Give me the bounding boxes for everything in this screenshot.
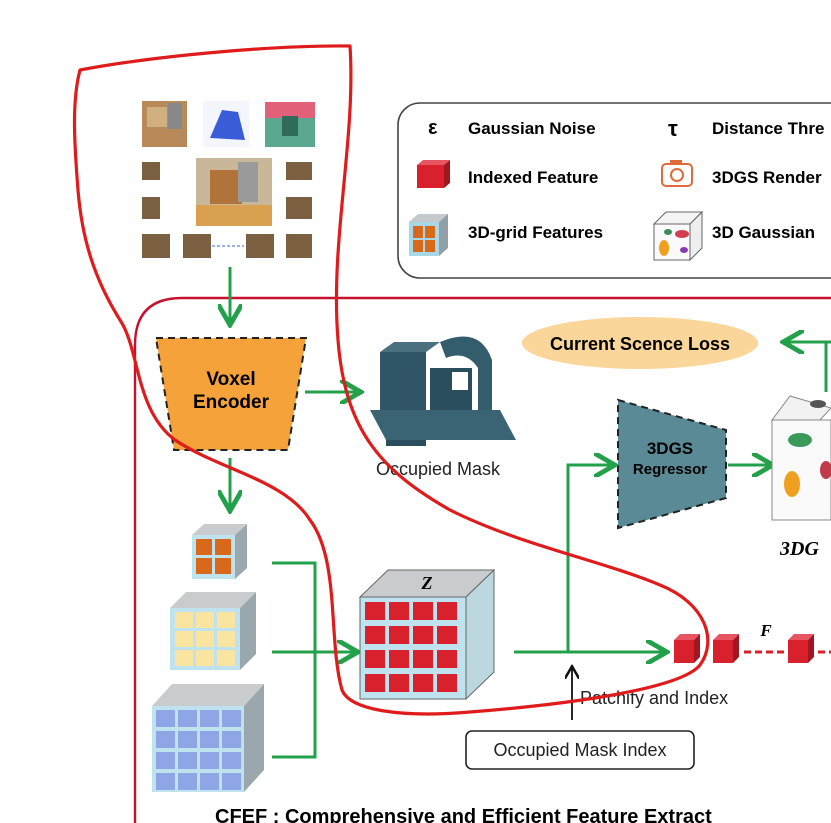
current-loss-label: Current Scence Loss xyxy=(550,334,730,354)
f-label: F xyxy=(759,621,772,640)
legend-tau-label: Distance Thre xyxy=(712,119,824,138)
grid-feature-large xyxy=(152,684,264,792)
voxel-encoder: Voxel Encoder xyxy=(154,337,308,451)
input-images xyxy=(142,101,315,258)
cfef-frame xyxy=(133,296,831,823)
legend-tau-symbol: τ xyxy=(668,116,678,141)
gaussian-output-cube xyxy=(771,395,831,521)
indexed-feature-cube xyxy=(788,634,814,663)
occupied-mask-voxels xyxy=(370,336,516,446)
gaussian-3dg-label: 3DG xyxy=(779,538,819,560)
indexed-feature-icon xyxy=(417,160,450,188)
arrow-z-to-regressor xyxy=(566,465,612,652)
input-thumb xyxy=(286,162,312,180)
voxel-encoder-line2: Encoder xyxy=(193,392,270,413)
input-thumb xyxy=(286,197,312,219)
indexed-feature-cube xyxy=(713,634,739,663)
indexed-feature-cube xyxy=(674,634,700,663)
legend-noise-label: Gaussian Noise xyxy=(468,119,596,138)
camera-icon xyxy=(661,160,693,187)
legend-box: ε Gaussian Noise τ Distance Thre Indexed… xyxy=(397,102,831,279)
gs-regressor: 3DGS Regressor xyxy=(617,398,727,530)
z-label: Z xyxy=(421,573,433,593)
z-feature-cube: Z xyxy=(358,568,496,701)
regressor-line1: 3DGS xyxy=(647,439,693,458)
regressor-line2: Regressor xyxy=(633,461,707,478)
input-thumb xyxy=(142,234,170,258)
legend-indexed-label: Indexed Feature xyxy=(468,168,598,187)
current-loss-node: Current Scence Loss xyxy=(522,317,758,369)
grid-feature-icon xyxy=(409,214,448,256)
gaussian-cube-icon xyxy=(652,210,704,262)
mask-index-box xyxy=(465,730,695,770)
input-thumb xyxy=(286,234,312,258)
grid-bracket xyxy=(272,561,317,759)
legend-render-label: 3DGS Render xyxy=(712,168,822,187)
grid-feature-medium xyxy=(170,592,256,670)
input-thumb xyxy=(183,234,211,258)
legend-grid-label: 3D-grid Features xyxy=(468,223,603,242)
voxel-encoder-line1: Voxel xyxy=(206,369,255,390)
indexed-features: F xyxy=(674,621,831,663)
legend-noise-symbol: ε xyxy=(428,117,438,139)
input-thumb xyxy=(142,197,160,219)
input-thumb xyxy=(246,234,274,258)
legend-gaussian-label: 3D Gaussian xyxy=(712,223,815,242)
input-thumb xyxy=(142,162,160,180)
grid-feature-small xyxy=(192,524,247,579)
occupied-mask-label: Occupied Mask xyxy=(376,459,501,479)
annotation-red-loop xyxy=(72,44,710,716)
cfef-title: CFEF : Comprehensive and Efficient Featu… xyxy=(215,806,712,823)
mask-index-label: Occupied Mask Index xyxy=(493,740,666,760)
